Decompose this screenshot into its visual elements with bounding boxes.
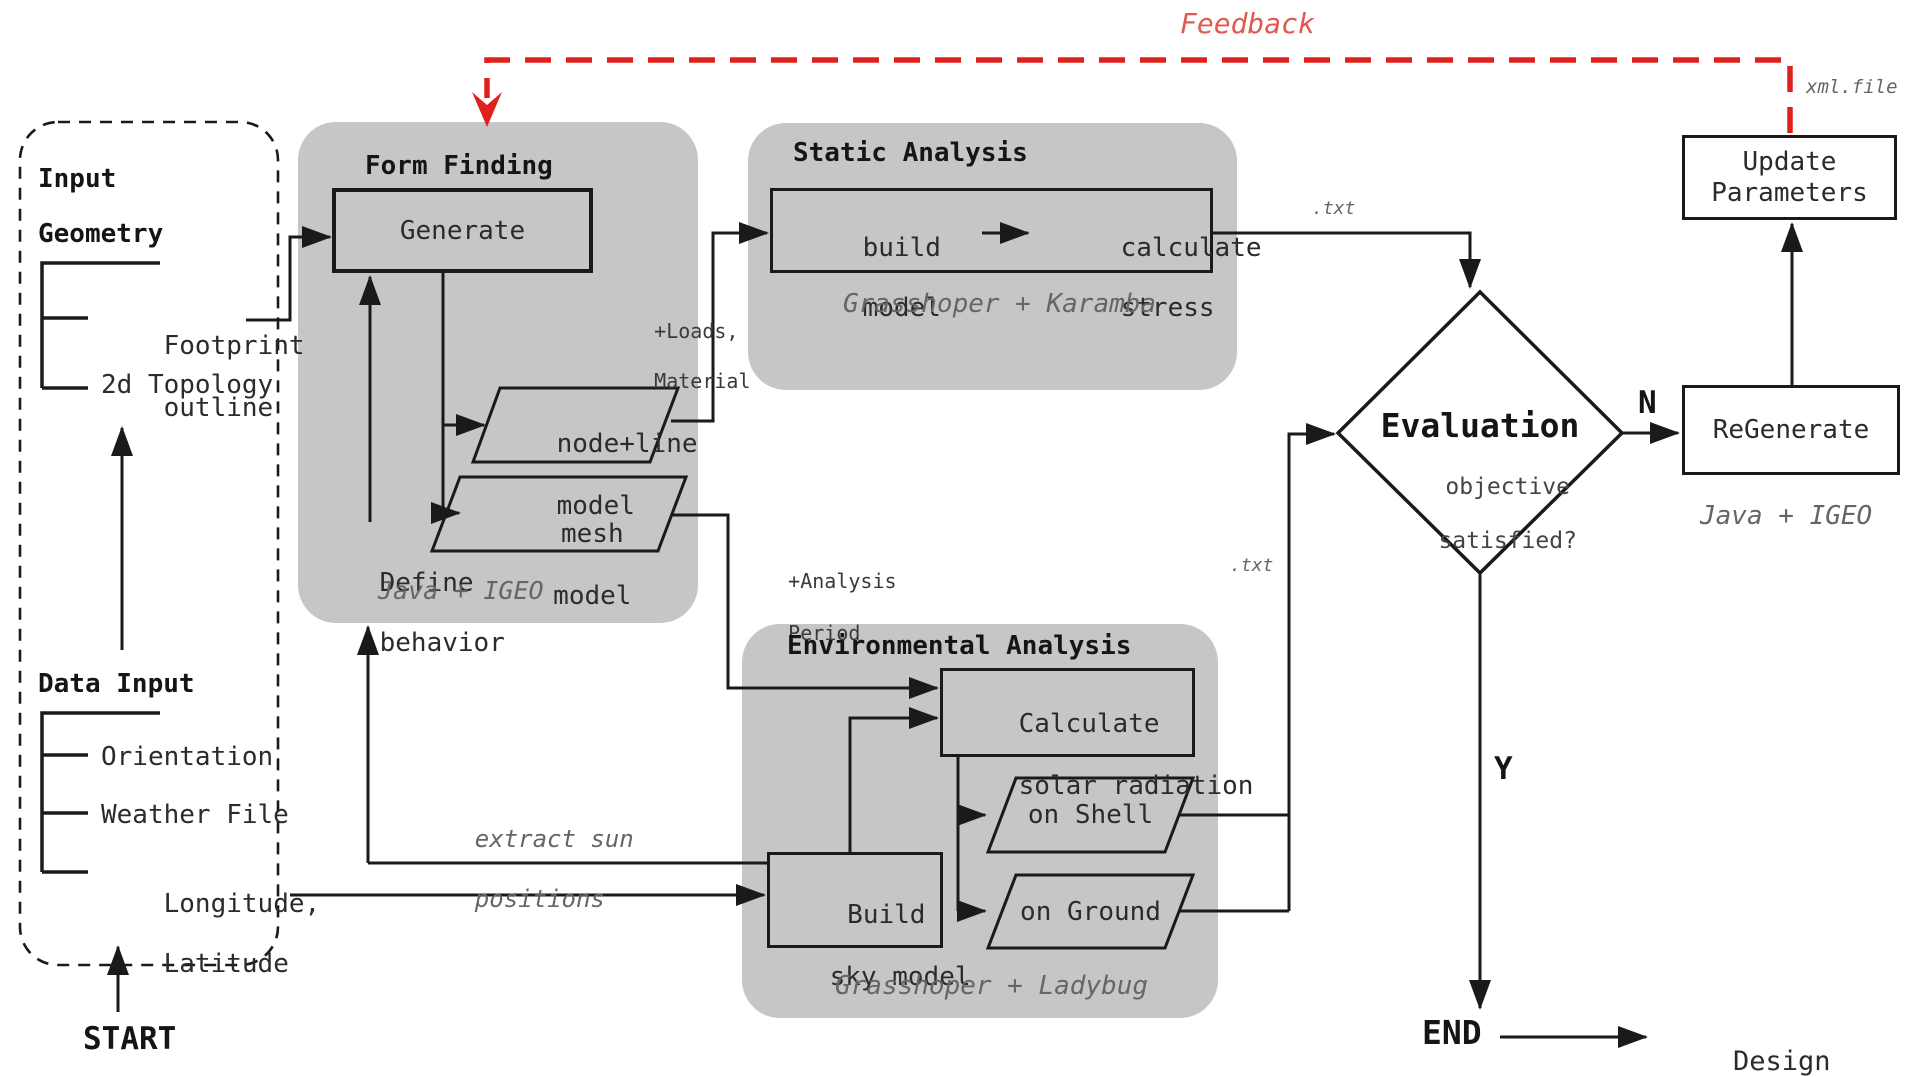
evaluation-question: objective satisfied? bbox=[1438, 474, 1577, 554]
no-branch-label: N bbox=[1638, 385, 1657, 421]
mesh-label: mesh model bbox=[553, 519, 632, 611]
form-finding-panel bbox=[298, 122, 698, 623]
update-parameters-box: Update Parameters bbox=[1682, 135, 1897, 220]
design-development-label: Design Development bbox=[1733, 1046, 1831, 1077]
build-model-label: build model bbox=[862, 233, 941, 323]
feedback-label: Feedback bbox=[1180, 7, 1315, 40]
collector-to-evaluation bbox=[1287, 423, 1336, 911]
geometry-title: Geometry bbox=[38, 219, 164, 249]
static-process-box bbox=[770, 188, 1213, 273]
form-finding-title: Form Finding bbox=[365, 151, 553, 181]
static-to-evaluation bbox=[1213, 231, 1481, 289]
feedback-dashed-line bbox=[484, 57, 1793, 133]
on-ground-parallelogram bbox=[985, 873, 1196, 950]
evaluation-diamond bbox=[1335, 289, 1625, 576]
on-shell-parallelogram bbox=[985, 776, 1196, 854]
longitude-item: Longitude, Latitude bbox=[163, 889, 321, 979]
mesh-parallelogram bbox=[429, 475, 689, 553]
static-analysis-title: Static Analysis bbox=[793, 138, 1028, 168]
build-sky-box bbox=[767, 852, 943, 948]
nodeline-label: node+line model bbox=[556, 429, 698, 521]
on-ground-label: on Ground bbox=[1020, 897, 1161, 927]
sky-to-solar bbox=[848, 707, 939, 852]
calculate-solar-label: Calculate solar radiation bbox=[1018, 709, 1254, 801]
input-dashed-border bbox=[18, 120, 280, 967]
regenerate-label: ReGenerate bbox=[1712, 415, 1870, 445]
define-behavior-label: Define behavior bbox=[379, 568, 505, 658]
generate-label: Generate bbox=[399, 215, 526, 246]
feedback-arrowhead bbox=[472, 92, 502, 127]
xml-file-label: xml.file bbox=[1806, 76, 1898, 98]
geometry-tree-lines bbox=[40, 261, 160, 390]
data-input-title: Data Input bbox=[38, 669, 195, 699]
extract-sun-label: extract sun positions bbox=[474, 825, 634, 913]
environmental-tool-label: Grasshoper + Ladybug bbox=[835, 971, 1149, 1001]
footprint-item: Footprint outline bbox=[163, 331, 305, 423]
weather-file-item: Weather File bbox=[101, 800, 289, 830]
analysis-period-label: +Analysis Period bbox=[788, 569, 897, 645]
start-label: START bbox=[83, 1021, 177, 1057]
calculate-solar-box bbox=[940, 668, 1195, 757]
input-title: Input bbox=[38, 164, 117, 194]
static-analysis-panel bbox=[748, 123, 1237, 390]
static-tool-label: Grasshoper + Karamba bbox=[843, 289, 1157, 319]
regenerate-tool-label: Java + IGEO bbox=[1700, 501, 1873, 531]
update-parameters-line2: Parameters bbox=[1711, 177, 1868, 208]
orientation-item: Orientation bbox=[101, 742, 274, 772]
update-parameters-line1: Update bbox=[1742, 146, 1837, 177]
nodeline-to-static bbox=[671, 222, 769, 423]
data-input-tree-lines bbox=[40, 711, 160, 874]
form-finding-tool-label: Java + IGEO bbox=[378, 576, 544, 605]
calculate-stress-label: calculate stress bbox=[1120, 233, 1262, 323]
end-label: END bbox=[1422, 1013, 1482, 1052]
mesh-to-solar bbox=[671, 513, 939, 699]
on-shell-label: on Shell bbox=[1027, 800, 1154, 830]
generate-box: Generate bbox=[332, 188, 593, 273]
txt-label-static: .txt bbox=[1312, 198, 1356, 219]
build-sky-label: Build sky model bbox=[829, 900, 971, 992]
loads-material-label: +Loads, Material bbox=[654, 319, 751, 393]
footprint-to-generate bbox=[246, 226, 332, 322]
txt-label-environmental: .txt bbox=[1230, 555, 1274, 576]
regenerate-box: ReGenerate bbox=[1682, 385, 1900, 475]
evaluation-title: Evaluation bbox=[1380, 406, 1580, 445]
environmental-title: Environmental Analysis bbox=[787, 631, 1132, 661]
topology-item: 2d Topology bbox=[101, 370, 274, 400]
nodeline-parallelogram bbox=[470, 386, 681, 464]
yes-branch-label: Y bbox=[1494, 751, 1513, 787]
